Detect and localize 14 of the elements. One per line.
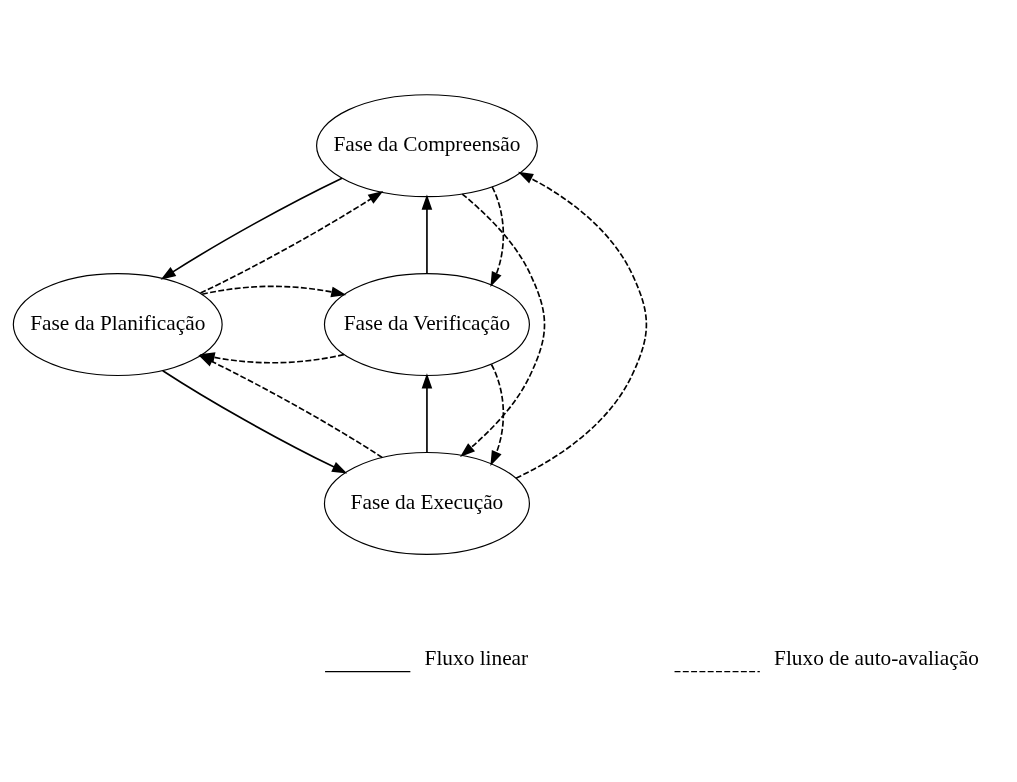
arrow xyxy=(490,185,505,287)
arrow xyxy=(201,285,347,297)
arrow xyxy=(515,171,648,479)
arrow xyxy=(421,372,433,453)
node-ellipse: Fase da Planificação xyxy=(12,272,223,376)
arrow xyxy=(199,190,384,294)
arrow xyxy=(421,193,433,274)
arrow xyxy=(490,363,505,466)
arrow xyxy=(161,369,348,473)
arrow xyxy=(460,192,546,457)
arrow xyxy=(160,176,343,280)
legend-label: Fluxo de auto-avaliação xyxy=(774,645,979,670)
legend-label: Fluxo linear xyxy=(424,645,529,670)
node-ellipse: Fase da Compreensão xyxy=(316,93,538,197)
